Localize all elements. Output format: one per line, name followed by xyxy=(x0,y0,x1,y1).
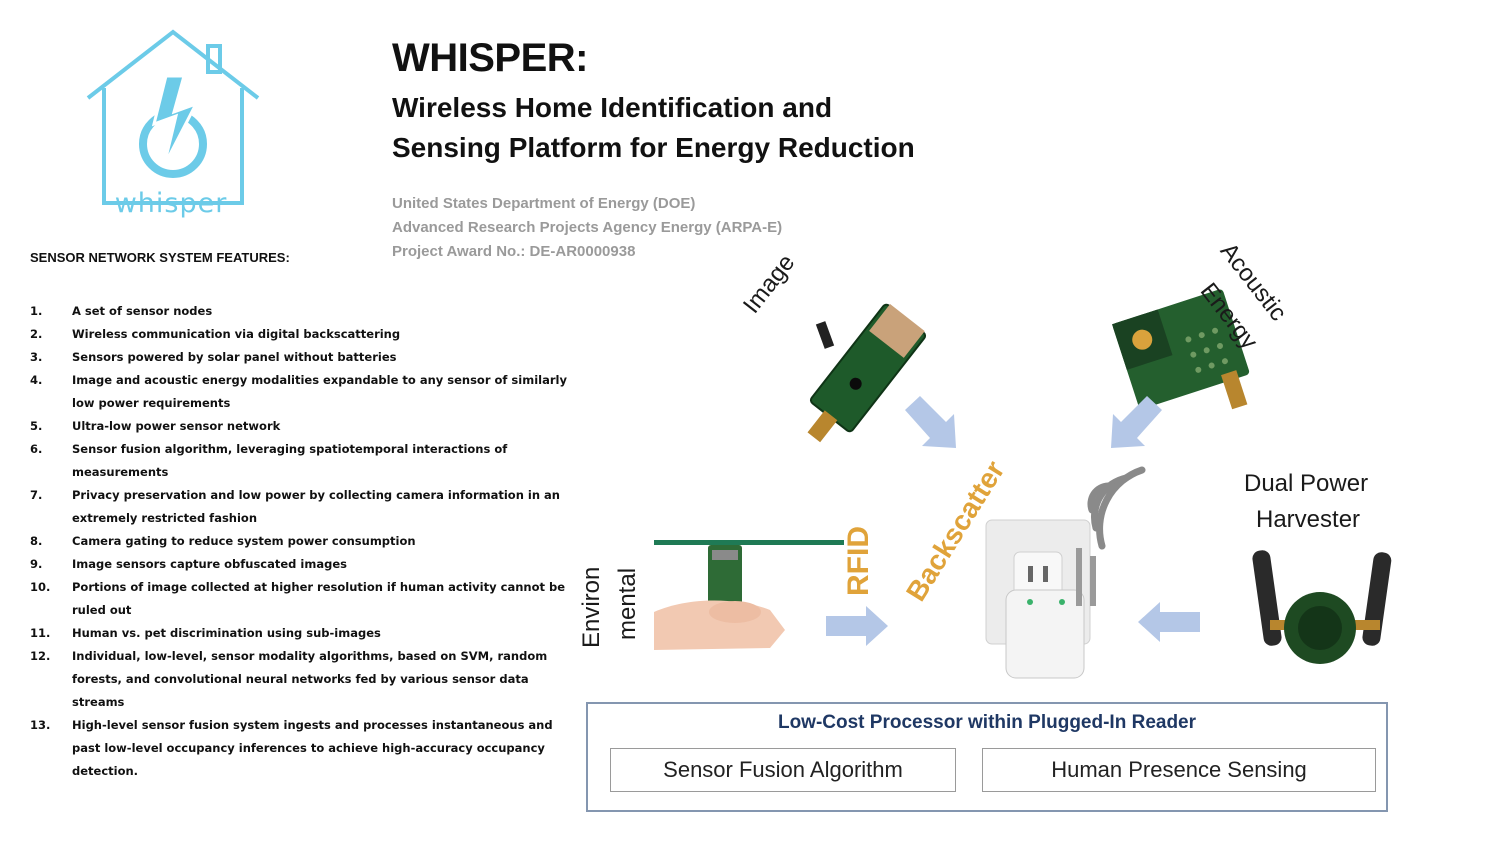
environmental-sensor xyxy=(654,540,844,650)
agency-line-1: United States Department of Energy (DOE) xyxy=(392,195,696,212)
subtitle-line-1: Wireless Home Identification and xyxy=(392,92,833,123)
agency-line-2: Advanced Research Projects Agency Energy… xyxy=(392,219,783,236)
feature-item: 11. Human vs. pet discrimination using su… xyxy=(30,622,570,645)
feature-number: 1. xyxy=(30,304,43,318)
sensor-fusion-algorithm-box: Sensor Fusion Algorithm xyxy=(610,748,956,792)
agency-info: United States Department of Energy (DOE)… xyxy=(392,192,782,264)
features-heading: SENSOR NETWORK SYSTEM FEATURES: xyxy=(30,250,290,265)
feature-text: Sensor fusion algorithm, leveraging spat… xyxy=(72,442,508,479)
feature-text: Sensors powered by solar panel without b… xyxy=(72,350,397,364)
feature-number: 12. xyxy=(30,649,51,663)
subtitle-line-2: Sensing Platform for Energy Reduction xyxy=(392,132,915,163)
feature-text: Ultra-low power sensor network xyxy=(72,419,281,433)
feature-text: Individual, low-level, sensor modality a… xyxy=(72,649,548,709)
human-presence-sensing-box: Human Presence Sensing xyxy=(982,748,1376,792)
environmental-label-line-2: mental xyxy=(614,567,641,640)
arrow-acoustic-to-reader xyxy=(1111,396,1162,448)
processor-box xyxy=(586,702,1388,812)
dual-power-label-line-2: Harvester xyxy=(1256,506,1361,533)
feature-number: 11. xyxy=(30,626,51,640)
environmental-label-line-1: Environ xyxy=(578,566,605,648)
arrow-env-to-reader xyxy=(826,606,888,646)
feature-text: High-level sensor fusion system ingests … xyxy=(72,718,553,778)
image-sensor-board xyxy=(807,303,927,443)
feature-item: 1. A set of sensor nodes xyxy=(30,300,570,323)
logo-wordmark: whisper xyxy=(114,188,228,219)
feature-number: 5. xyxy=(30,419,43,433)
feature-number: 7. xyxy=(30,488,43,502)
feature-text: Wireless communication via digital backs… xyxy=(72,327,401,341)
feature-number: 3. xyxy=(30,350,43,364)
agency-line-3: Project Award No.: DE-AR0000938 xyxy=(392,243,636,260)
feature-item: 12. Individual, low-level, sensor modalit… xyxy=(30,645,570,714)
feature-text: Portions of image collected at higher re… xyxy=(72,580,566,617)
feature-number: 6. xyxy=(30,442,43,456)
feature-item: 3. Sensors powered by solar panel without… xyxy=(30,346,570,369)
dual-power-harvester xyxy=(1252,550,1392,664)
feature-item: 9. Image sensors capture obfuscated image… xyxy=(30,553,570,576)
feature-text: Privacy preservation and low power by co… xyxy=(72,488,560,525)
feature-number: 8. xyxy=(30,534,43,548)
plugged-in-reader xyxy=(985,519,1096,679)
feature-item: 13. High-level sensor fusion system inges… xyxy=(30,714,570,783)
feature-number: 13. xyxy=(30,718,51,732)
whisper-logo-icon xyxy=(86,29,260,205)
feature-number: 10. xyxy=(30,580,51,594)
rfid-label: RFID xyxy=(842,526,875,596)
feature-item: 6. Sensor fusion algorithm, leveraging sp… xyxy=(30,438,570,484)
image-sensor-lead xyxy=(815,321,835,349)
arrow-image-to-reader xyxy=(905,396,956,448)
processor-title: Low-Cost Processor within Plugged-In Rea… xyxy=(777,712,1197,733)
dual-power-label-line-1: Dual Power xyxy=(1244,470,1369,497)
feature-item: 10. Portions of image collected at higher… xyxy=(30,576,570,622)
feature-text: Image sensors capture obfuscated images xyxy=(72,557,347,571)
feature-item: 8. Camera gating to reduce system power c… xyxy=(30,530,570,553)
feature-number: 4. xyxy=(30,373,43,387)
feature-item: 4. Image and acoustic energy modalities e… xyxy=(30,369,570,415)
feature-text: Human vs. pet discrimination using sub-i… xyxy=(72,626,381,640)
feature-text: Image and acoustic energy modalities exp… xyxy=(72,373,567,410)
feature-item: 5. Ultra-low power sensor network xyxy=(30,415,570,438)
feature-item: 7. Privacy preservation and low power by … xyxy=(30,484,570,530)
features-list: 1. A set of sensor nodes 2. Wireless commu… xyxy=(30,300,570,783)
feature-number: 9. xyxy=(30,557,43,571)
wireless-waves-icon xyxy=(1087,466,1146,550)
page-title: WHISPER: xyxy=(392,36,589,80)
page-subtitle: Wireless Home Identification and Sensing… xyxy=(392,88,915,168)
arrow-harvester-to-reader xyxy=(1138,602,1200,642)
acoustic-sensor-board xyxy=(1112,289,1250,410)
feature-item: 2. Wireless communication via digital bac… xyxy=(30,323,570,346)
feature-text: A set of sensor nodes xyxy=(72,304,213,318)
feature-text: Camera gating to reduce system power con… xyxy=(72,534,416,548)
feature-number: 2. xyxy=(30,327,43,341)
